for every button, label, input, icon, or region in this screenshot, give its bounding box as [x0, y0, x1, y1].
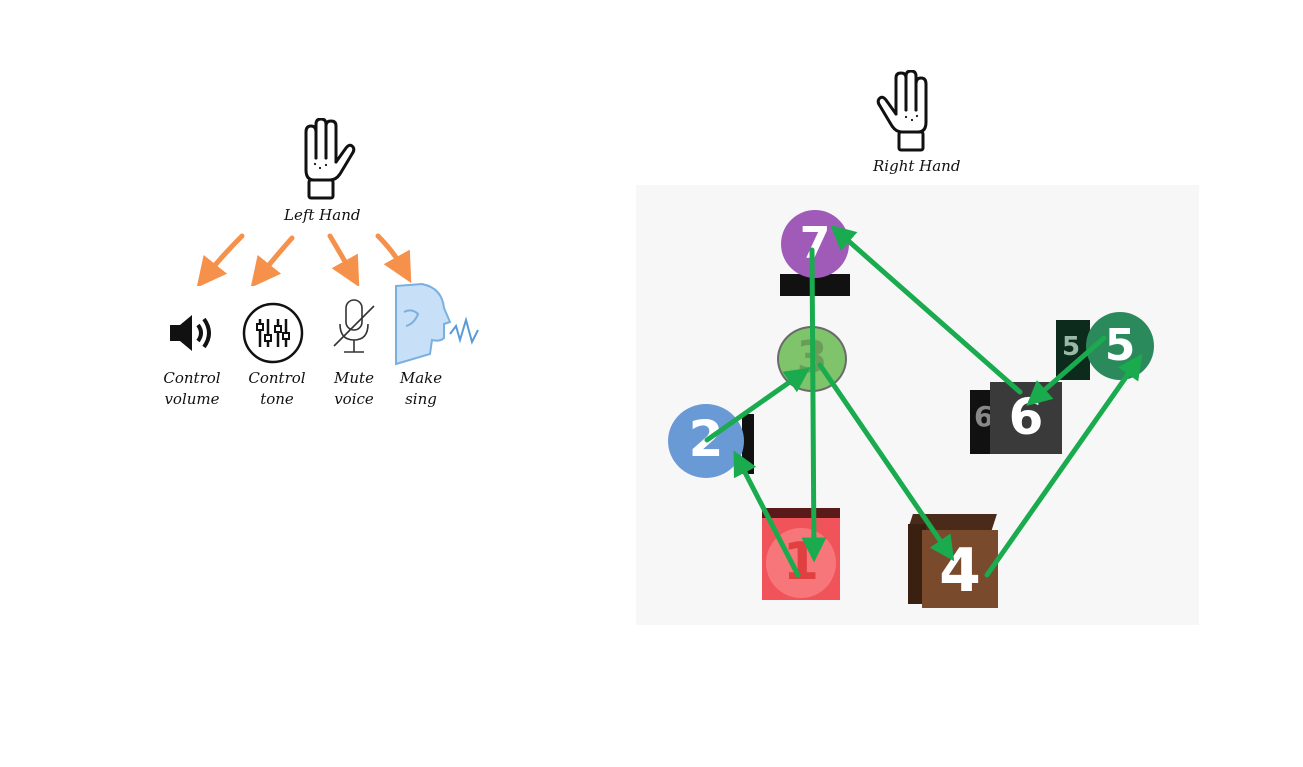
block-2: 2: [668, 404, 754, 478]
green-arrow-3-to-4: [817, 362, 955, 562]
orange-arrows: [196, 233, 412, 286]
orange-arrow: [375, 233, 412, 284]
green-arrow-5-to-6: [1026, 335, 1107, 406]
green-arrow-2-to-3: [704, 367, 811, 443]
green-arrow-6-to-7: [830, 225, 1023, 395]
green-arrow-7-to-1: [801, 247, 827, 563]
left-hand-icon: [304, 118, 356, 200]
speaker-icon: [170, 315, 211, 351]
right-hand-label: Right Hand: [873, 157, 961, 175]
orange-arrow: [196, 233, 245, 286]
orange-arrow: [250, 235, 295, 286]
left-hand-label: Left Hand: [284, 206, 361, 224]
green-arrow-4-to-5: [984, 353, 1143, 578]
muted-microphone-icon: [333, 299, 375, 353]
singing-head-icon: [395, 282, 479, 366]
block-number: 7: [799, 218, 831, 269]
green-arrow-1-to-2: [733, 450, 801, 578]
equalizer-icon: [242, 302, 304, 364]
right-hand-icon: [876, 70, 928, 152]
orange-arrow: [327, 233, 360, 286]
